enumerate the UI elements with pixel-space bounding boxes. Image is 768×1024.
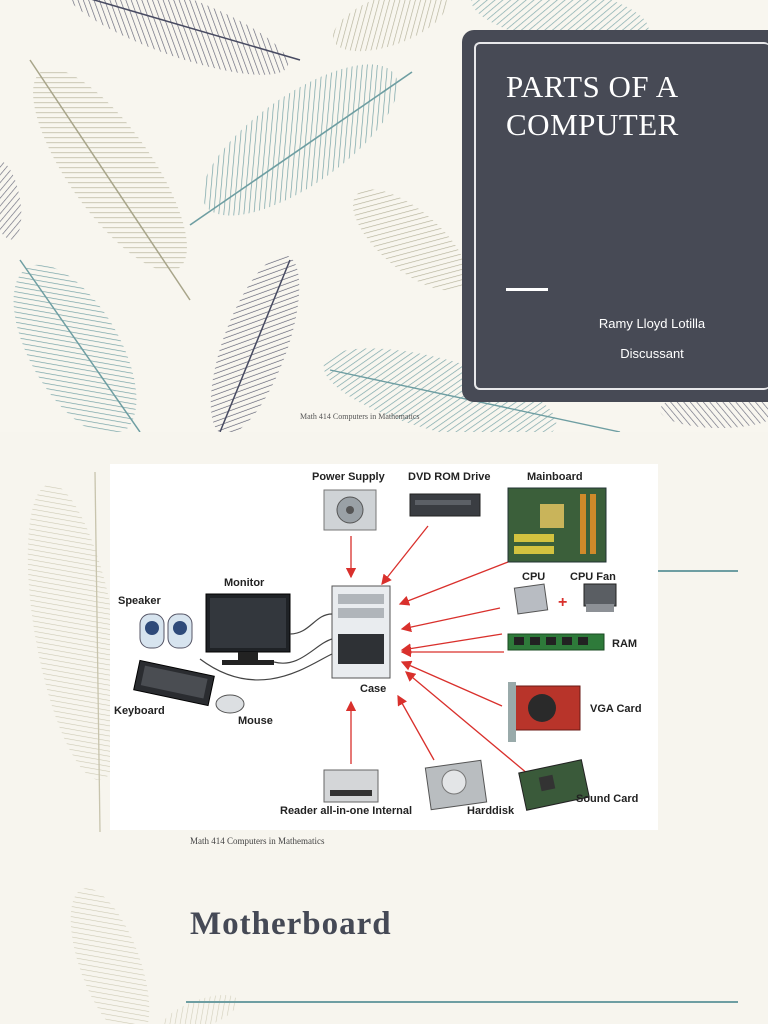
- label-speaker: Speaker: [118, 595, 162, 607]
- title-panel-border: [474, 42, 768, 390]
- feather-navy-left-edge: [0, 160, 22, 240]
- title-panel: PARTS OF A COMPUTER Ramy Lloyd Lotilla D…: [462, 30, 768, 402]
- motherboard-slide: Motherboard: [0, 864, 768, 1024]
- label-cpu-fan: CPU Fan: [570, 571, 616, 583]
- feather-olive-right: [353, 189, 467, 291]
- slide-title: Motherboard: [190, 906, 392, 942]
- cpu-fan-image: [583, 583, 617, 612]
- presenter-role: Discussant: [620, 346, 684, 361]
- label-keyboard: Keyboard: [114, 705, 165, 717]
- side-divider: [658, 570, 738, 572]
- mainboard-image: [507, 487, 607, 563]
- power-supply-image: [323, 489, 377, 531]
- monitor-image: [205, 593, 291, 665]
- label-cpu: CPU: [522, 571, 545, 583]
- label-mouse: Mouse: [238, 715, 273, 727]
- connection-arrows: [345, 525, 529, 775]
- title-slide: PARTS OF A COMPUTER Ramy Lloyd Lotilla D…: [0, 0, 768, 432]
- computer-parts-diagram: Power Supply DVD ROM Drive Mainboard CPU…: [110, 464, 658, 830]
- label-reader: Reader all-in-one Internal: [280, 805, 412, 817]
- dvd-rom-image: [409, 493, 481, 517]
- cpu-image: [513, 583, 549, 615]
- feather-background: [27, 471, 123, 833]
- presenter-name: Ramy Lloyd Lotilla: [598, 316, 706, 331]
- label-dvd-rom: DVD ROM Drive: [408, 471, 491, 483]
- card-reader-image: [323, 769, 379, 803]
- speaker-image: [139, 613, 193, 649]
- label-sound-card: Sound Card: [576, 793, 638, 805]
- feather-teal-center: [189, 64, 413, 226]
- keyboard-image: [133, 659, 215, 707]
- harddisk-image: [424, 759, 488, 811]
- label-ram: RAM: [612, 638, 637, 650]
- vga-card-image: [508, 682, 581, 742]
- label-mainboard: Mainboard: [527, 471, 583, 483]
- feather-olive-top: [332, 0, 448, 52]
- mouse-image: [215, 694, 245, 714]
- label-vga-card: VGA Card: [590, 703, 642, 715]
- plus-sign: +: [558, 594, 567, 611]
- title-underline: [186, 1001, 738, 1003]
- sound-card-image: [518, 759, 590, 811]
- title-divider: [506, 288, 548, 291]
- label-harddisk: Harddisk: [467, 805, 515, 817]
- slide-footer: Math 414 Computers in Mathematics: [300, 412, 420, 421]
- label-case: Case: [360, 683, 386, 695]
- ram-image: [507, 633, 605, 651]
- feather-navy-top: [61, 0, 301, 75]
- label-monitor: Monitor: [224, 577, 265, 589]
- label-power-supply: Power Supply: [312, 471, 386, 483]
- feather-teal-bottom-left: [13, 259, 141, 432]
- slide-title: PARTS OF A COMPUTER: [506, 69, 679, 142]
- feather-background: [70, 888, 238, 1024]
- feather-navy-bottom: [210, 255, 300, 432]
- case-image: [331, 585, 391, 679]
- parts-diagram-slide: Power Supply DVD ROM Drive Mainboard CPU…: [0, 432, 768, 864]
- cables: [199, 613, 333, 681]
- feather-olive-left: [29, 59, 191, 301]
- slide-footer: Math 414 Computers in Mathematics: [190, 836, 325, 846]
